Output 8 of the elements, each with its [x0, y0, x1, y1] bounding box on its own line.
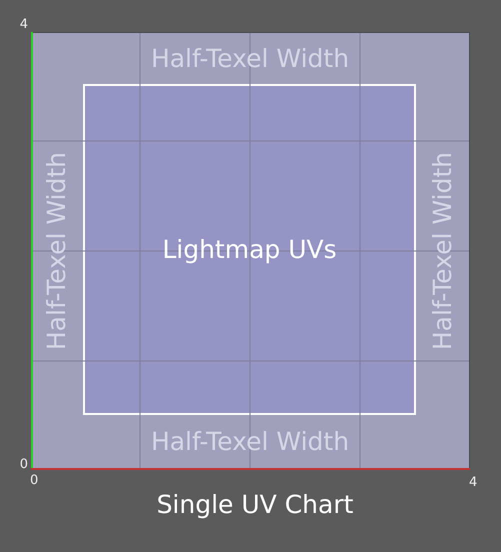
axis-tick-label: 0 — [20, 458, 28, 471]
lightmap-uv-square — [83, 84, 416, 415]
axis-tick-label: 4 — [469, 476, 478, 489]
region-label: Lightmap UVs — [162, 236, 337, 264]
uv-chart-square — [31, 32, 470, 469]
axis-tick-label: 4 — [20, 18, 28, 31]
axis-tick-label: 0 — [30, 474, 38, 487]
chart-caption: Single UV Chart — [156, 491, 354, 519]
